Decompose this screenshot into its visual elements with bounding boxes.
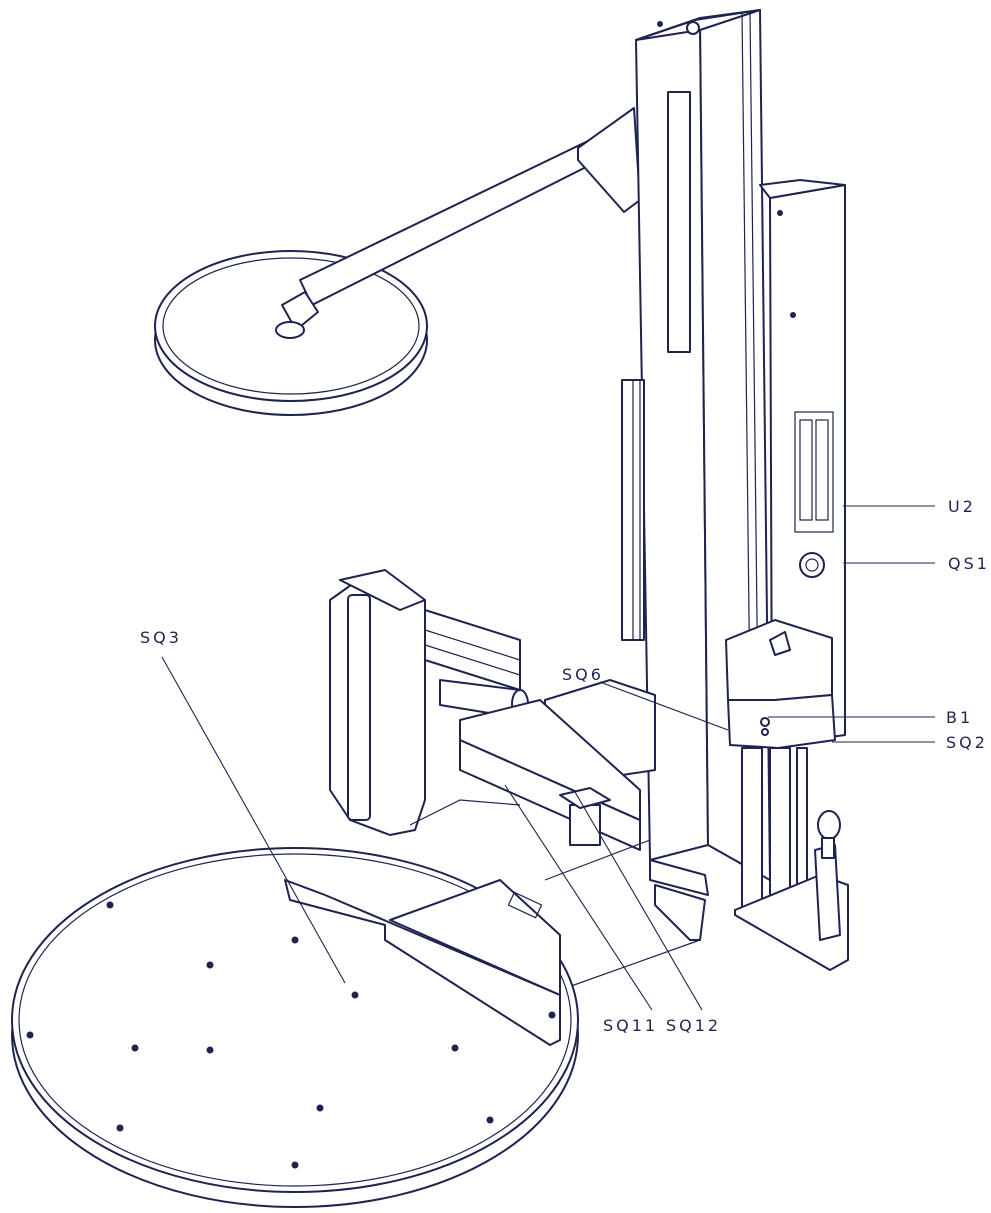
label-qs1: QS1 (948, 554, 990, 573)
leader-sq11 (504, 784, 653, 1011)
mast-rails (741, 747, 808, 914)
label-sq11: SQ11 (603, 1016, 658, 1035)
component-labels: U2 QS1 SQ3 SQ6 B1 SQ2 SQ11 SQ12 (140, 497, 990, 1035)
sensor-box (725, 619, 836, 749)
leader-sq3 (161, 656, 346, 984)
label-sq6: SQ6 (562, 665, 604, 684)
base-frame (409, 679, 709, 991)
mast-base (734, 810, 849, 971)
press-arm (275, 107, 641, 339)
leader-sq6 (599, 681, 729, 731)
turntable (11, 847, 579, 1208)
turntable-bolts (26, 901, 556, 1169)
leader-lines (161, 505, 935, 1011)
label-u2: U2 (948, 497, 976, 516)
leader-sq12 (574, 791, 703, 1011)
label-sq2: SQ2 (946, 733, 988, 752)
label-sq12: SQ12 (666, 1016, 721, 1035)
control-cabinet (759, 179, 846, 746)
label-b1: B1 (946, 708, 973, 727)
film-carriage (329, 569, 529, 836)
lift-chain (621, 379, 645, 641)
label-sq3: SQ3 (140, 628, 182, 647)
mast (635, 9, 771, 881)
